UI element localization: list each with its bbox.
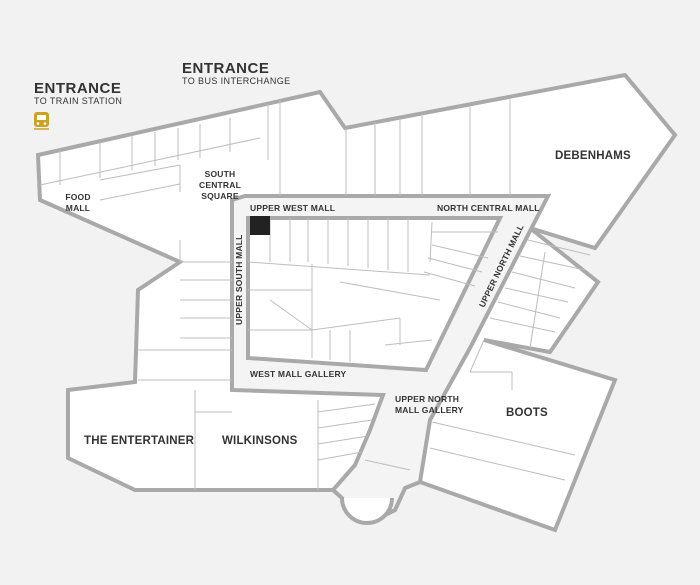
bus-entrance-subtitle: TO BUS INTERCHANGE xyxy=(182,76,291,86)
area-north-central-mall: NORTH CENTRAL MALL xyxy=(437,203,540,213)
shop-unit-lines xyxy=(39,98,591,490)
area-south-central-square-line1: SOUTH xyxy=(205,169,236,179)
area-food-mall-line1: FOOD xyxy=(65,192,90,202)
store-debenhams: DEBENHAMS xyxy=(555,150,631,162)
you-are-here-marker xyxy=(250,216,270,235)
train-entrance-subtitle: TO TRAIN STATION xyxy=(34,96,122,106)
area-upper-north-mall-gallery-line1: UPPER NORTH xyxy=(395,394,459,404)
area-south-central-square-line3: SQUARE xyxy=(201,191,239,201)
area-west-mall-gallery: WEST MALL GALLERY xyxy=(250,369,347,379)
area-food-mall-line2: MALL xyxy=(66,203,90,213)
train-icon xyxy=(34,112,49,130)
area-upper-west-mall: UPPER WEST MALL xyxy=(250,203,335,213)
area-south-central-square-line2: CENTRAL xyxy=(199,180,241,190)
area-upper-south-mall: UPPER SOUTH MALL xyxy=(234,234,244,325)
area-upper-north-mall-gallery-line2: MALL GALLERY xyxy=(395,405,464,415)
bottom-entrance-rotunda xyxy=(340,497,394,525)
inner-shop-block xyxy=(246,216,504,373)
store-the-entertainer: THE ENTERTAINER xyxy=(84,435,195,447)
bus-entrance-title: ENTRANCE xyxy=(182,60,269,77)
store-boots: BOOTS xyxy=(506,407,548,419)
store-wilkinsons: WILKINSONS xyxy=(222,435,298,447)
train-entrance-title: ENTRANCE xyxy=(34,80,121,97)
